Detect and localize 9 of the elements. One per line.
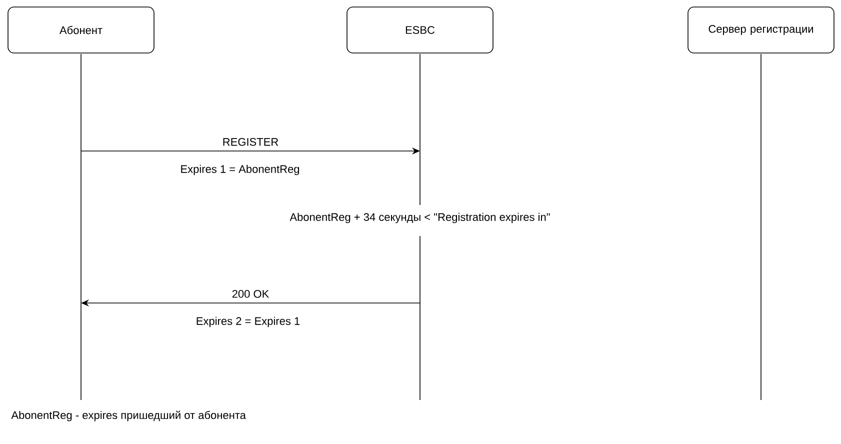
note-text: AbonentReg - expires пришедший от абонента [11,410,246,422]
note-text: AbonentReg + 34 секунды < "Registration expires in" [290,212,550,224]
participant-box: Сервер регистрации [688,6,834,54]
note-text: Expires 1 = AbonentReg [181,164,300,176]
note-text: Expires 2 = Expires 1 [196,316,300,328]
participant-box: ESBC [346,6,494,54]
edge-label: REGISTER [223,138,278,146]
participant-box: Абонент [8,6,154,54]
edge-label: 200 OK [232,290,270,298]
